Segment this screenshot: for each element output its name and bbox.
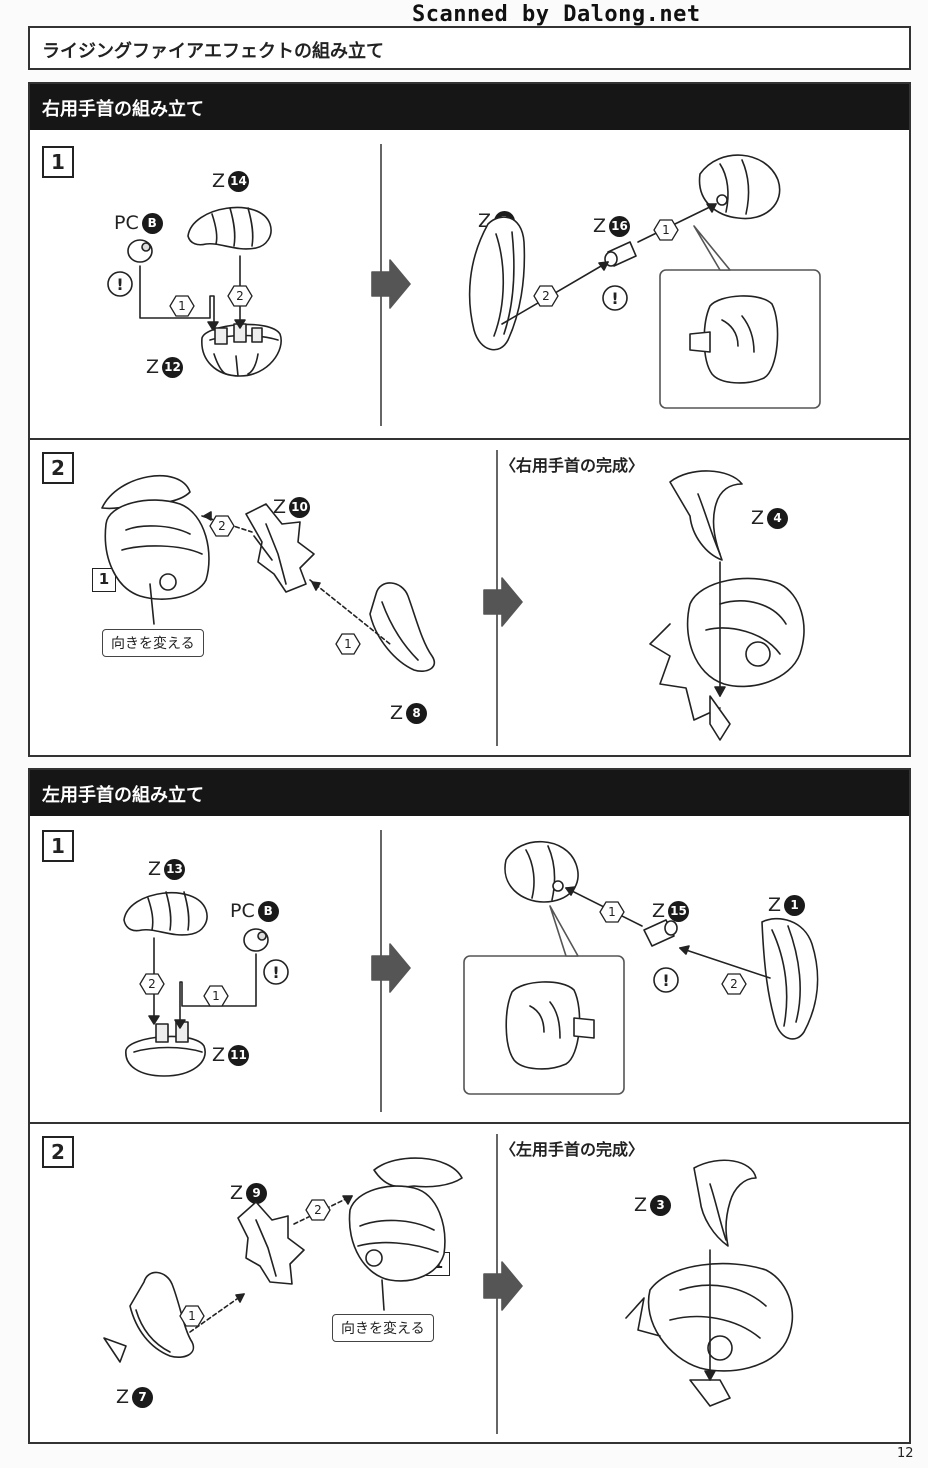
order-hexagon-icon: 2 [721,973,747,995]
svg-text:!: ! [662,971,669,990]
flame-cap-part [373,1157,463,1188]
joint-peg-part [643,919,678,947]
svg-text:1: 1 [178,299,186,313]
hand-assembly-part [348,1185,446,1282]
svg-text:!: ! [116,275,123,294]
flame-wrist-part [237,1201,305,1285]
svg-text:2: 2 [314,1203,322,1217]
arrow-right-icon [483,1261,523,1311]
svg-text:1: 1 [188,1309,196,1323]
step-reference-badge: 1 [92,568,116,592]
page-number: 12 [897,1446,914,1461]
svg-text:1: 1 [212,989,220,1003]
polycap-part [243,928,269,952]
step-number-badge: 1 [42,830,74,862]
svg-text:!: ! [272,963,279,982]
page-title: ライジングファイアエフェクトの組み立て [42,41,384,62]
svg-text:2: 2 [236,289,244,303]
flame-part [468,216,526,351]
arrow-right-icon [371,943,411,993]
polycap-part [127,239,153,263]
order-hexagon-icon: 2 [227,285,253,307]
flame-wrist-part [245,503,315,593]
fist-cap-part [187,206,272,250]
left-section-illustration: ! ! 2 1 1 2 1 2 [103,840,819,1407]
svg-text:2: 2 [730,977,738,991]
svg-text:2: 2 [542,289,550,303]
turn-direction-label: 向きを変える [102,629,204,657]
order-hexagon-icon: 1 [599,901,625,923]
page-title-box: ライジングファイアエフェクトの組み立て [28,26,911,70]
hand-assembly-part [104,499,210,600]
left-section-title: 左用手首の組み立て [42,785,204,806]
order-hexagon-icon: 2 [139,973,165,995]
svg-text:1: 1 [608,905,616,919]
turn-direction-label: 向きを変える [332,1314,434,1342]
fist-part [504,840,579,903]
fist-cap-part [123,891,208,936]
step-number-badge: 1 [42,146,74,178]
flame-part [761,917,819,1040]
svg-text:1: 1 [344,637,352,651]
left-wrist-section: 左用手首の組み立て 1 2 1 向きを変える 〈左用手首の完成〉 Z13 PCB… [28,768,911,1444]
right-section-header: 右用手首の組み立て [30,84,909,130]
caution-icon: ! [653,967,679,993]
right-section-illustration: ! ! 1 2 1 2 2 1 [101,154,821,741]
cuff-part [369,582,436,672]
order-hexagon-icon: 2 [209,515,235,537]
order-hexagon-icon: 2 [533,285,559,307]
caution-icon: ! [107,271,133,297]
order-hexagon-icon: 1 [179,1305,205,1327]
order-hexagon-icon: 1 [335,633,361,655]
order-hexagon-icon: 1 [203,985,229,1007]
joint-peg-part [604,241,637,267]
cuff-part [129,1271,195,1358]
order-hexagon-icon: 1 [169,295,195,317]
svg-text:2: 2 [148,977,156,991]
step-number-badge: 2 [42,1136,74,1168]
step-number-badge: 2 [42,452,74,484]
completed-wrist [647,1262,794,1372]
left-section-header: 左用手首の組み立て [30,770,909,816]
arrow-right-icon [483,577,523,627]
completed-wrist [686,577,805,688]
scan-watermark: Scanned by Dalong.net [412,2,701,27]
caution-icon: ! [263,959,289,985]
right-section-title: 右用手首の組み立て [42,99,204,120]
svg-text:1: 1 [662,223,670,237]
caution-icon: ! [602,285,628,311]
arrow-right-icon [371,259,411,309]
left-complete-label: 〈左用手首の完成〉 [500,1140,645,1159]
step-divider [30,1122,909,1124]
svg-text:2: 2 [218,519,226,533]
order-hexagon-icon: 2 [305,1199,331,1221]
flame-top-part [693,1159,757,1247]
right-complete-label: 〈右用手首の完成〉 [500,456,645,475]
step-divider [30,438,909,440]
svg-text:!: ! [611,289,618,308]
order-hexagon-icon: 1 [653,219,679,241]
